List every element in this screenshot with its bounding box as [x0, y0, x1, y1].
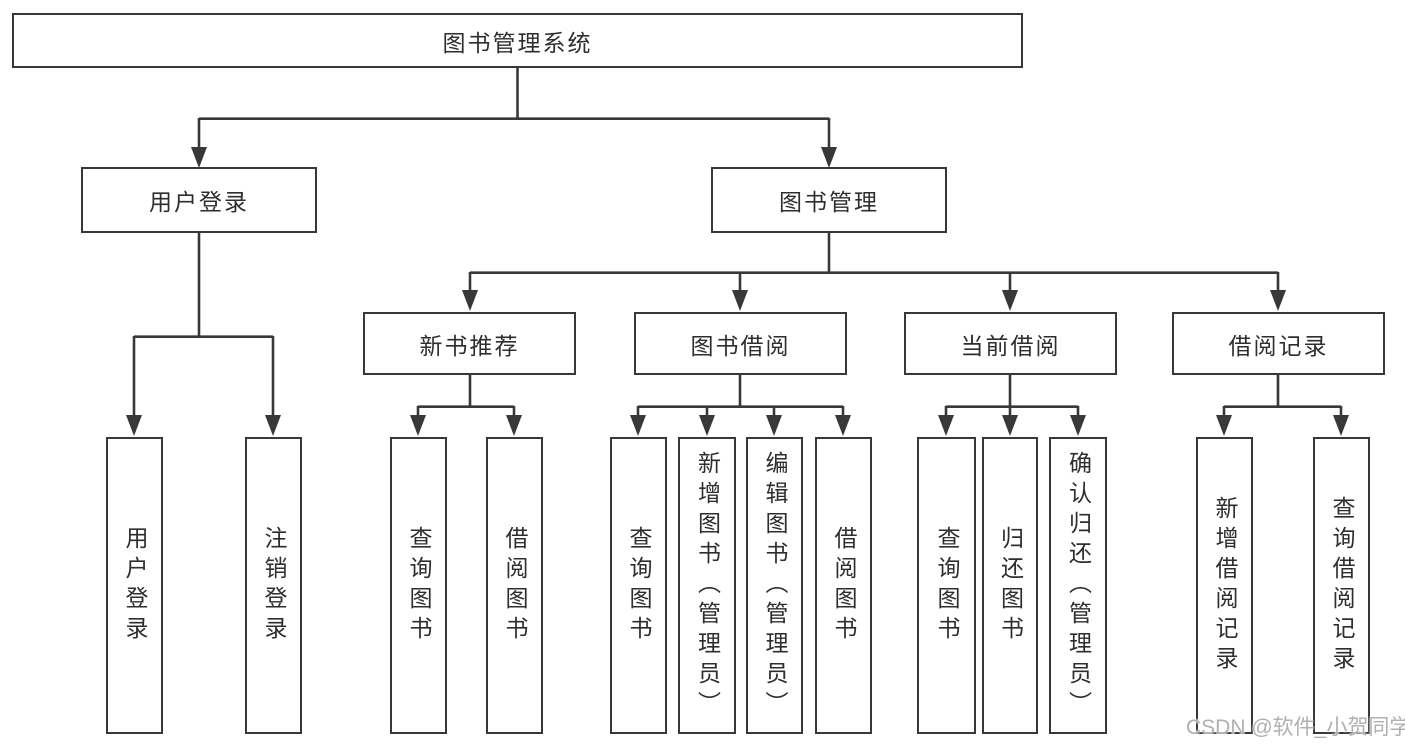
node-user-login: 用户登录 — [81, 167, 317, 233]
node-leaf-edit-book-admin-label: 编辑图书（管理员） — [762, 450, 788, 721]
node-leaf-borrow-book-2: 借阅图书 — [815, 437, 872, 734]
node-leaf-user-login: 用户登录 — [106, 437, 163, 734]
node-borrow-records-label: 借阅记录 — [1228, 332, 1329, 359]
node-new-book-recommend-label: 新书推荐 — [419, 332, 520, 359]
node-leaf-return-book-label: 归还图书 — [997, 525, 1024, 646]
node-leaf-borrow-book-1-label: 借阅图书 — [502, 525, 528, 646]
arrowhead-icon — [1333, 415, 1349, 436]
node-leaf-query-book-1: 查询图书 — [390, 437, 447, 734]
node-leaf-logout-label: 注销登录 — [261, 525, 287, 646]
arrowhead-icon — [835, 415, 851, 436]
node-leaf-edit-book-admin: 编辑图书（管理员） — [746, 437, 803, 734]
arrowhead-icon — [821, 147, 837, 168]
node-leaf-query-book-2: 查询图书 — [610, 437, 667, 734]
arrowhead-icon — [630, 415, 646, 436]
arrowhead-icon — [699, 415, 715, 436]
node-borrow-records: 借阅记录 — [1172, 312, 1385, 375]
node-leaf-add-book-admin: 新增图书（管理员） — [678, 437, 736, 734]
node-leaf-query-book-1-label: 查询图书 — [406, 525, 432, 646]
node-leaf-add-borrow-record: 新增借阅记录 — [1196, 437, 1253, 734]
node-new-book-recommend: 新书推荐 — [363, 312, 576, 375]
arrowhead-icon — [126, 415, 142, 436]
csdn-watermark: CSDN @软件_小贺同学 — [1186, 716, 1405, 739]
arrowhead-icon — [732, 290, 748, 311]
node-leaf-confirm-return-admin-label: 确认归还（管理员） — [1065, 450, 1092, 721]
node-book-borrow: 图书借阅 — [634, 312, 847, 375]
arrowhead-icon — [410, 415, 426, 436]
node-current-borrow: 当前借阅 — [904, 312, 1117, 375]
node-leaf-borrow-book-1: 借阅图书 — [486, 437, 543, 734]
node-root: 图书管理系统 — [12, 13, 1023, 68]
arrowhead-icon — [938, 415, 954, 436]
node-leaf-return-book: 归还图书 — [982, 437, 1038, 734]
node-leaf-query-book-2-label: 查询图书 — [626, 525, 652, 646]
node-leaf-add-borrow-record-label: 新增借阅记录 — [1212, 495, 1238, 676]
node-leaf-query-book-3: 查询图书 — [917, 437, 976, 734]
node-leaf-add-book-admin-label: 新增图书（管理员） — [694, 450, 721, 721]
arrowhead-icon — [1070, 415, 1086, 436]
node-leaf-confirm-return-admin: 确认归还（管理员） — [1049, 437, 1107, 734]
arrowhead-icon — [1002, 415, 1018, 436]
node-leaf-logout: 注销登录 — [245, 437, 302, 734]
arrowhead-icon — [1002, 290, 1018, 311]
arrowhead-icon — [1216, 415, 1232, 436]
arrowhead-icon — [506, 415, 522, 436]
node-root-label: 图书管理系统 — [442, 29, 593, 56]
node-book-manage: 图书管理 — [711, 167, 947, 233]
arrowhead-icon — [191, 147, 207, 168]
arrowhead-icon — [1270, 290, 1286, 311]
node-leaf-borrow-book-2-label: 借阅图书 — [831, 525, 857, 646]
arrowhead-icon — [265, 415, 281, 436]
node-user-login-label: 用户登录 — [149, 189, 249, 215]
node-leaf-query-book-3-label: 查询图书 — [934, 525, 960, 646]
node-book-manage-label: 图书管理 — [779, 189, 879, 215]
node-leaf-query-borrow-record-label: 查询借阅记录 — [1329, 495, 1355, 676]
arrowhead-icon — [462, 290, 478, 311]
node-leaf-query-borrow-record: 查询借阅记录 — [1313, 437, 1370, 734]
node-book-borrow-label: 图书借阅 — [690, 332, 791, 359]
arrowhead-icon — [766, 415, 782, 436]
node-current-borrow-label: 当前借阅 — [960, 332, 1061, 359]
node-leaf-user-login-label: 用户登录 — [122, 525, 148, 646]
